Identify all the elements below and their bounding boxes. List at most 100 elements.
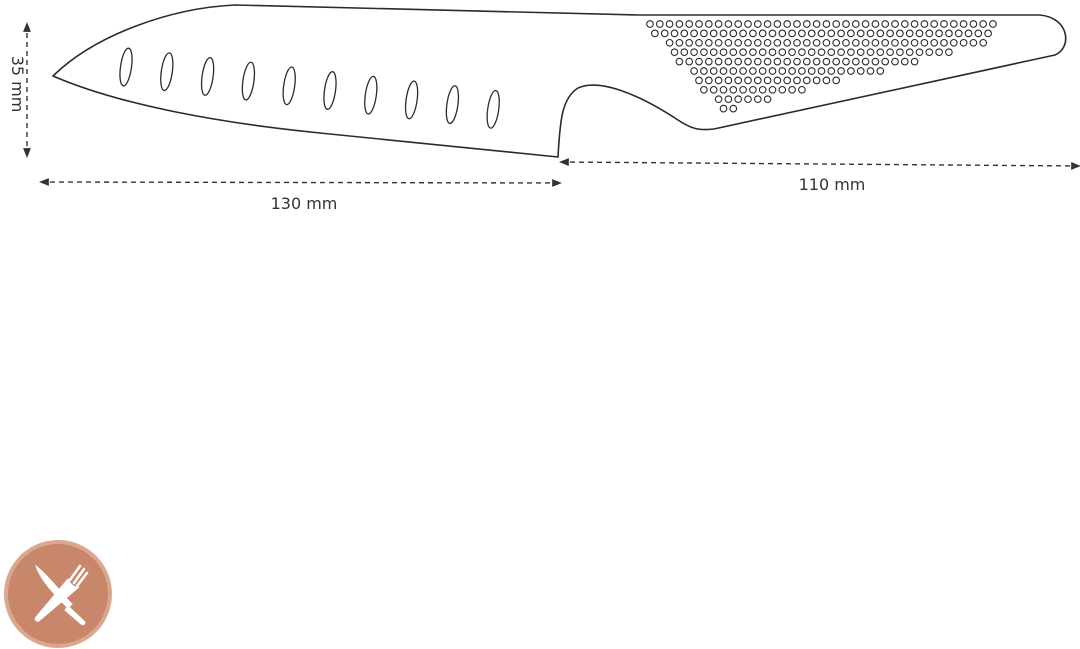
handle-dot bbox=[768, 29, 777, 38]
handle-dot bbox=[670, 48, 679, 57]
handle-dot bbox=[842, 20, 850, 28]
handle-dot bbox=[719, 67, 728, 75]
handle-dot bbox=[866, 48, 875, 57]
handle-dot bbox=[719, 29, 728, 38]
handle-dot bbox=[881, 38, 890, 47]
handle-dot bbox=[940, 38, 948, 47]
handle-dot bbox=[876, 67, 885, 75]
handle-dot bbox=[768, 67, 777, 75]
handle-dot bbox=[660, 29, 669, 38]
handle-dot bbox=[866, 67, 875, 75]
handle-dot bbox=[783, 38, 792, 47]
handle-dot bbox=[807, 48, 816, 57]
handle-dot bbox=[802, 38, 811, 47]
handle-dot bbox=[881, 20, 890, 28]
handle-dot bbox=[905, 29, 914, 38]
granton-hole bbox=[282, 66, 296, 106]
handle-dot bbox=[802, 20, 811, 28]
handle-dot bbox=[709, 29, 718, 38]
handle-dot bbox=[734, 57, 743, 66]
handle-dot bbox=[763, 76, 772, 85]
handle-dot bbox=[822, 57, 831, 66]
handle-dot bbox=[945, 48, 953, 57]
handle-dot bbox=[675, 38, 684, 47]
handle-dot bbox=[704, 20, 713, 28]
handle-dot bbox=[734, 20, 743, 28]
handle-dot bbox=[866, 29, 875, 38]
granton-hole bbox=[404, 80, 419, 120]
handle-dot bbox=[655, 20, 664, 28]
handle-dot bbox=[876, 48, 885, 57]
handle-dot bbox=[871, 38, 880, 47]
handle-dot bbox=[753, 95, 762, 104]
handle-dot bbox=[739, 67, 747, 75]
handle-dot bbox=[714, 57, 723, 66]
handle-dot bbox=[695, 38, 703, 47]
handle-dot bbox=[758, 48, 767, 57]
handle-dot bbox=[798, 48, 806, 57]
handle-dot bbox=[724, 57, 733, 66]
handle-dot bbox=[798, 67, 806, 75]
handle-dot bbox=[773, 38, 782, 47]
handle-dot bbox=[832, 76, 841, 85]
handle-dot bbox=[969, 38, 978, 47]
handle-dot bbox=[729, 48, 738, 57]
handle-dot bbox=[871, 57, 880, 66]
handle-dot bbox=[758, 85, 767, 94]
handle-dot bbox=[670, 29, 679, 38]
handle-dot bbox=[856, 29, 865, 38]
handle-dot bbox=[891, 38, 899, 47]
handle-dot bbox=[827, 48, 836, 57]
handle-dot bbox=[773, 57, 782, 66]
handle-dot bbox=[758, 67, 767, 75]
handle-dot bbox=[910, 57, 919, 66]
handle-dot bbox=[920, 38, 929, 47]
handle-dot bbox=[778, 48, 787, 57]
handle-dot bbox=[861, 38, 870, 47]
handle-dot bbox=[685, 20, 694, 28]
handle-dot bbox=[788, 67, 796, 75]
handle-dot bbox=[675, 20, 684, 28]
handle-dot bbox=[954, 29, 963, 38]
handle-dot bbox=[847, 29, 855, 38]
handle-dot bbox=[729, 85, 738, 94]
handle-dot bbox=[704, 38, 713, 47]
handle-dot bbox=[749, 67, 757, 75]
blade-length-dimension-line bbox=[39, 178, 562, 187]
handle-length-dimension-line bbox=[559, 158, 1080, 170]
handle-dot bbox=[690, 67, 698, 75]
handle-dot bbox=[896, 29, 904, 38]
handle-dot bbox=[680, 48, 689, 57]
handle-dot bbox=[680, 29, 689, 38]
handle-dot bbox=[793, 76, 801, 85]
handle-dot bbox=[773, 20, 782, 28]
handle-dot bbox=[690, 48, 698, 57]
handle-dot bbox=[822, 20, 831, 28]
handle-dot bbox=[812, 38, 821, 47]
handle-dot bbox=[700, 67, 708, 75]
handle-dot bbox=[910, 38, 919, 47]
handle-dot bbox=[788, 48, 796, 57]
granton-hole bbox=[119, 47, 133, 87]
handle-dot bbox=[959, 20, 968, 28]
handle-dot bbox=[837, 67, 845, 75]
handle-dot bbox=[822, 38, 831, 47]
handle-dot bbox=[719, 48, 728, 57]
handle-dot bbox=[724, 76, 733, 85]
handle-dot bbox=[753, 20, 762, 28]
handle-dot bbox=[739, 85, 747, 94]
cutlery-badge bbox=[4, 540, 112, 648]
handle-dot bbox=[886, 48, 894, 57]
handle-dot bbox=[744, 38, 752, 47]
handle-dot bbox=[783, 57, 792, 66]
handle-dot bbox=[802, 76, 811, 85]
handle-dot bbox=[778, 85, 787, 94]
handle-dot bbox=[920, 20, 929, 28]
handle-dot bbox=[739, 29, 747, 38]
handle-dot bbox=[974, 29, 983, 38]
handle-dot bbox=[665, 20, 674, 28]
handle-length-dimension-label: 110 mm bbox=[799, 175, 866, 194]
handle-dot bbox=[851, 38, 860, 47]
handle-dot bbox=[724, 38, 733, 47]
